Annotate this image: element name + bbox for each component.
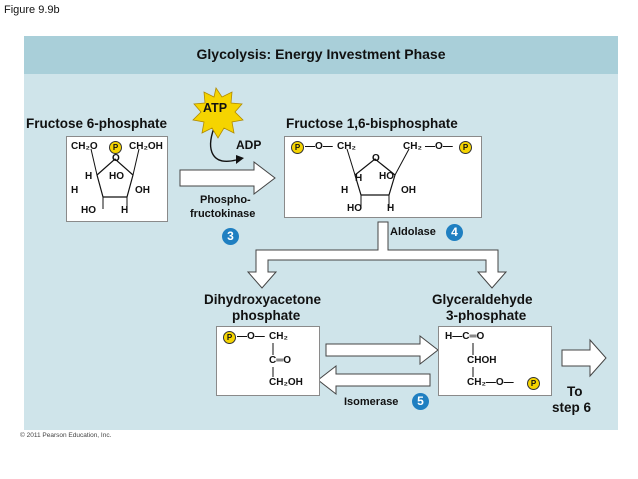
atp-adp-curve bbox=[210, 127, 237, 162]
g3p-structure: H—C═O CHOH CH₂—O— P bbox=[438, 326, 552, 396]
f6p-ch2o: CH₂O bbox=[71, 141, 98, 152]
reaction-arrow-pfk bbox=[179, 160, 276, 196]
step-4-badge: 4 bbox=[446, 224, 463, 241]
f6p-ch2oh: CH₂OH bbox=[129, 141, 163, 152]
f6p-h-far: H bbox=[71, 185, 79, 196]
atp-starburst bbox=[192, 86, 244, 139]
f16bp-h-left: H bbox=[341, 185, 349, 196]
isomerase-label: Isomerase bbox=[344, 396, 399, 408]
phosphate-icon: P bbox=[527, 377, 540, 390]
f6p-h-left: H bbox=[85, 171, 93, 182]
isomerase-left-arrow bbox=[317, 364, 431, 396]
dhap-bonds bbox=[272, 343, 274, 377]
diagram-title: Glycolysis: Energy Investment Phase bbox=[196, 46, 446, 62]
f6p-ho-top: HO bbox=[109, 171, 124, 182]
dhap-o: —O— bbox=[237, 331, 265, 342]
g3p-ch2-o: CH₂—O— bbox=[467, 377, 514, 388]
f6p-ring-o: O bbox=[112, 153, 120, 164]
aldolase-split-arrow bbox=[246, 221, 508, 289]
f16bp-o-left: —O— bbox=[305, 141, 333, 152]
isomerase-right-arrow bbox=[325, 334, 439, 366]
phosphate-icon: P bbox=[291, 141, 304, 154]
f16bp-h-bottom: H bbox=[387, 203, 395, 214]
f16bp-ch2-left: CH₂ bbox=[337, 141, 356, 152]
figure-label: Figure 9.9b bbox=[4, 4, 60, 16]
g3p-choh: CHOH bbox=[467, 355, 497, 366]
g3p-bonds bbox=[472, 343, 474, 377]
to-step6-arrow bbox=[561, 338, 607, 378]
f16bp-h-top: H bbox=[355, 173, 363, 184]
g3p-label-line2: 3-phosphate bbox=[446, 308, 527, 323]
f16bp-ring-o: O bbox=[372, 153, 380, 164]
step-3-badge: 3 bbox=[222, 228, 239, 245]
f6p-h-bottom: H bbox=[121, 205, 129, 216]
dhap-ch2-top: CH₂ bbox=[269, 331, 288, 342]
dhap-label-line2: phosphate bbox=[232, 308, 301, 323]
f16bp-ho-top: HO bbox=[379, 171, 394, 182]
f6p-oh: OH bbox=[135, 185, 150, 196]
fructose-6-phosphate-label: Fructose 6-phosphate bbox=[26, 116, 168, 131]
to-step6-line1: To bbox=[567, 384, 583, 399]
fructose-1-6-bisphosphate-structure: P —O— CH₂ CH₂ —O— P O H HO H OH HO H bbox=[284, 136, 482, 218]
dhap-ch2oh: CH₂OH bbox=[269, 377, 303, 388]
title-bar bbox=[24, 36, 618, 74]
g3p-h-c-eq-o: H—C═O bbox=[445, 331, 485, 342]
phosphate-icon: P bbox=[109, 141, 122, 154]
dhap-c-eq-o: C═O bbox=[269, 355, 292, 366]
step-5-badge: 5 bbox=[412, 393, 429, 410]
atp-label: ATP bbox=[203, 101, 228, 115]
to-step6-line2: step 6 bbox=[552, 400, 592, 415]
pfk-label-line2: fructokinase bbox=[190, 208, 256, 220]
fructose-6-phosphate-structure: CH₂O P CH₂OH O H HO H OH HO H bbox=[66, 136, 168, 222]
aldolase-label: Aldolase bbox=[390, 226, 436, 238]
phosphate-icon: P bbox=[459, 141, 472, 154]
f16bp-ho-bottom: HO bbox=[347, 203, 362, 214]
g3p-label-line1: Glyceraldehyde bbox=[432, 292, 533, 307]
copyright-notice: © 2011 Pearson Education, Inc. bbox=[20, 432, 112, 439]
atp-adp-arrowhead bbox=[236, 155, 244, 164]
f6p-ho-bottom: HO bbox=[81, 205, 96, 216]
f16bp-ring bbox=[346, 148, 410, 207]
dhap-label-line1: Dihydroxyacetone bbox=[204, 292, 322, 307]
f16bp-oh: OH bbox=[401, 185, 416, 196]
pfk-label-line1: Phospho- bbox=[200, 194, 251, 206]
dhap-structure: P —O— CH₂ C═O CH₂OH bbox=[216, 326, 320, 396]
phosphate-icon: P bbox=[223, 331, 236, 344]
f16bp-o-right: —O— bbox=[425, 141, 453, 152]
adp-label: ADP bbox=[236, 138, 262, 152]
fructose-1-6-bisphosphate-label: Fructose 1,6-bisphosphate bbox=[286, 116, 458, 131]
f16bp-ch2-right: CH₂ bbox=[403, 141, 422, 152]
f6p-ring bbox=[90, 148, 140, 209]
